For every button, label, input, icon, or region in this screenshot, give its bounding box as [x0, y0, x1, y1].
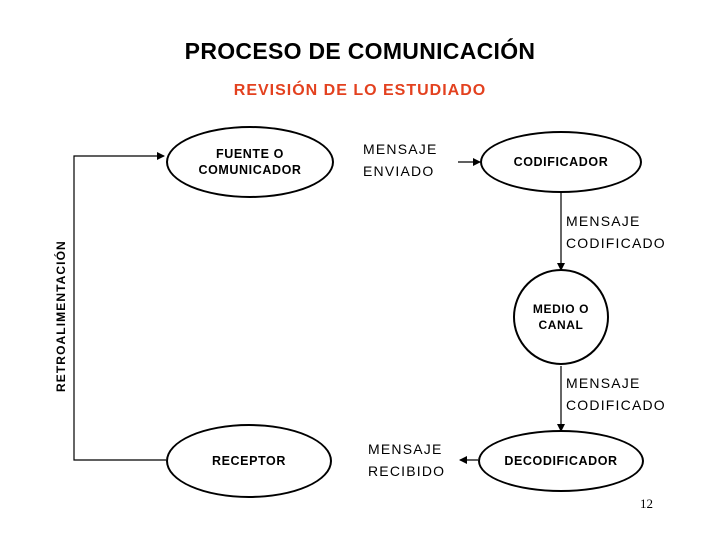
node-receptor: RECEPTOR: [166, 424, 332, 498]
label-mensaje-codificado-1: MENSAJE CODIFICADO: [566, 213, 666, 251]
node-fuente-line1: FUENTE O: [216, 147, 284, 161]
node-fuente-line2: COMUNICADOR: [198, 163, 302, 177]
label-mensaje-enviado: MENSAJE ENVIADO: [363, 141, 438, 179]
page-title: PROCESO DE COMUNICACIÓN: [184, 38, 536, 64]
node-decodificador: DECODIFICADOR: [478, 430, 644, 492]
node-codificador: CODIFICADOR: [480, 131, 642, 193]
feedback-loop-line: [73, 152, 166, 461]
label-mensaje-codificado-2: MENSAJE CODIFICADO: [566, 375, 666, 413]
node-medio-line1: MEDIO O: [532, 302, 590, 316]
page-subtitle: REVISIÓN DE LO ESTUDIADO: [233, 82, 487, 99]
label-mensaje-recibido: MENSAJE RECIBIDO: [368, 441, 446, 479]
node-medio-line2: CANAL: [538, 318, 584, 332]
node-fuente-comunicador: FUENTE O COMUNICADOR: [166, 126, 334, 198]
label-retroalimentacion: RETROALIMENTACIÓN: [54, 240, 68, 392]
node-medio-canal: MEDIO O CANAL: [513, 269, 609, 365]
page-number: 12: [640, 496, 653, 511]
